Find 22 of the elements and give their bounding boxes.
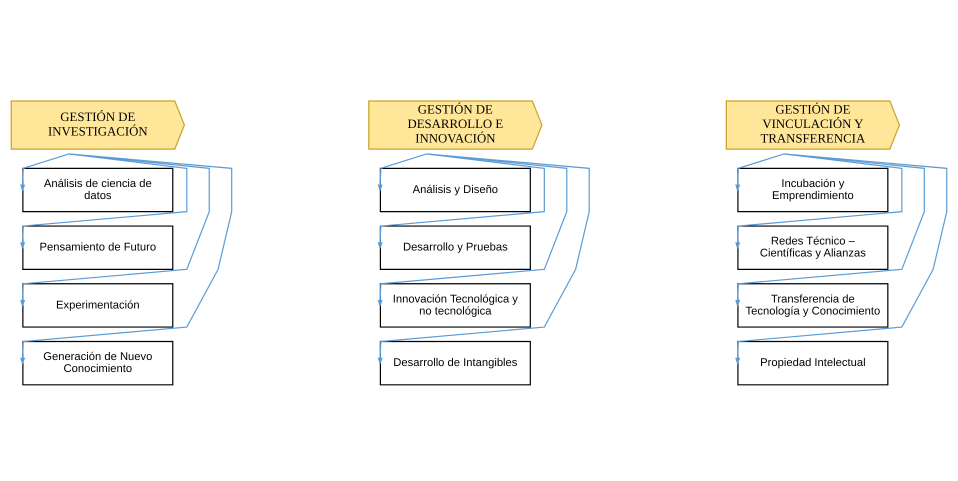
arrow	[378, 153, 568, 308]
arrow	[20, 153, 210, 308]
node-box: Análisis y Diseño	[380, 168, 531, 212]
node-box: Innovación Tecnológica y no tecnológica	[380, 283, 531, 328]
arrow	[378, 153, 545, 250]
node-box: Experimentación	[22, 283, 174, 328]
node-box: Incubación y Emprendimiento	[737, 168, 888, 212]
node-box: Generación de Nuevo Conocimiento	[22, 340, 174, 386]
node-box: Transferencia de Tecnología y Conocimiento	[737, 283, 888, 328]
node-box: Redes Técnico – Científicas y Alianzas	[737, 225, 888, 270]
arrow	[20, 153, 232, 365]
node-box: Desarrollo y Pruebas	[380, 225, 531, 270]
arrow	[735, 153, 902, 250]
arrow	[378, 153, 427, 192]
arrow	[735, 153, 925, 308]
arrow	[735, 153, 784, 192]
node-box: Análisis de ciencia de datos	[22, 168, 174, 212]
arrow	[20, 153, 70, 192]
arrow	[20, 153, 188, 250]
node-box: Propiedad Intelectual	[737, 340, 888, 386]
node-box: Pensamiento de Futuro	[22, 225, 174, 270]
node-box: Desarrollo de Intangibles	[380, 340, 531, 386]
